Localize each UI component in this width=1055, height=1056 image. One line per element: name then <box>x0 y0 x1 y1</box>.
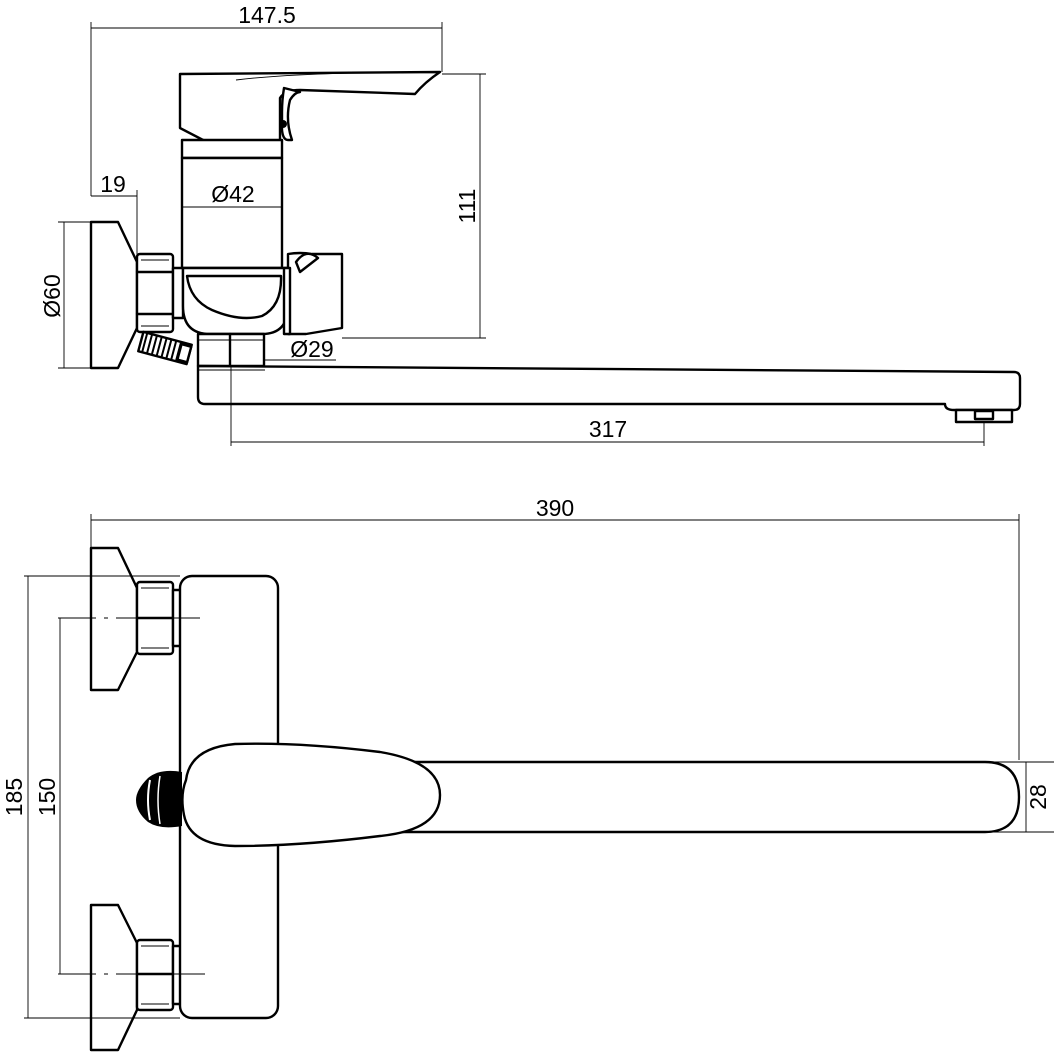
dim-flange-diameter: Ø60 <box>39 221 91 369</box>
dim-height-label: 111 <box>454 189 480 224</box>
side-clip <box>282 251 344 336</box>
dim-body-diameter: Ø42 <box>182 181 282 208</box>
dim-spout-height-label: 28 <box>1025 784 1051 810</box>
dim-inlet-spacing-label: 150 <box>34 778 60 816</box>
hex-nut-side <box>135 252 185 334</box>
spout-side <box>196 364 1022 412</box>
dim-overall-depth: 147.5 <box>90 2 443 196</box>
spout-collar <box>196 332 266 368</box>
diverter-knob-front <box>136 770 182 828</box>
dim-spout-diameter: Ø29 <box>264 336 336 362</box>
aerator <box>954 408 1014 446</box>
dim-max-spacing: 185 <box>1 575 180 1019</box>
lever-handle-side <box>178 70 442 157</box>
dim-overall-width-label: 390 <box>536 495 574 521</box>
lower-body-bowl <box>181 266 290 336</box>
diverter-knob <box>137 330 193 366</box>
side-view: 147.5 19 Ø60 <box>39 2 1022 446</box>
body-cylinder-side <box>180 156 284 270</box>
wall-flange-side <box>89 220 139 370</box>
dim-max-spacing-label: 185 <box>1 778 27 816</box>
dim-wall-offset-label: 19 <box>100 171 126 197</box>
dim-spout-reach-label: 317 <box>589 416 627 442</box>
lever-handle-front <box>181 742 442 848</box>
wall-flange-bottom <box>89 903 139 1052</box>
dim-overall-width: 390 <box>90 495 1020 760</box>
wall-flange-top <box>89 546 139 692</box>
dim-spout-reach: 317 <box>230 366 984 446</box>
dim-flange-diameter-label: Ø60 <box>39 274 65 317</box>
dim-spout-height: 28 <box>990 761 1054 833</box>
dim-body-diameter-label: Ø42 <box>211 181 254 207</box>
dim-overall-depth-label: 147.5 <box>238 2 296 28</box>
cartridge-cap <box>180 138 284 160</box>
dim-height: 111 <box>342 73 486 339</box>
hex-nut-bottom <box>135 938 185 1012</box>
dim-wall-offset: 19 <box>91 171 138 262</box>
front-view: 390 <box>1 495 1054 1052</box>
spout-front <box>398 760 1021 834</box>
dim-spout-diameter-label: Ø29 <box>290 336 333 362</box>
dim-inlet-spacing: 150 <box>34 618 61 974</box>
inlet-centerlines <box>58 617 205 975</box>
